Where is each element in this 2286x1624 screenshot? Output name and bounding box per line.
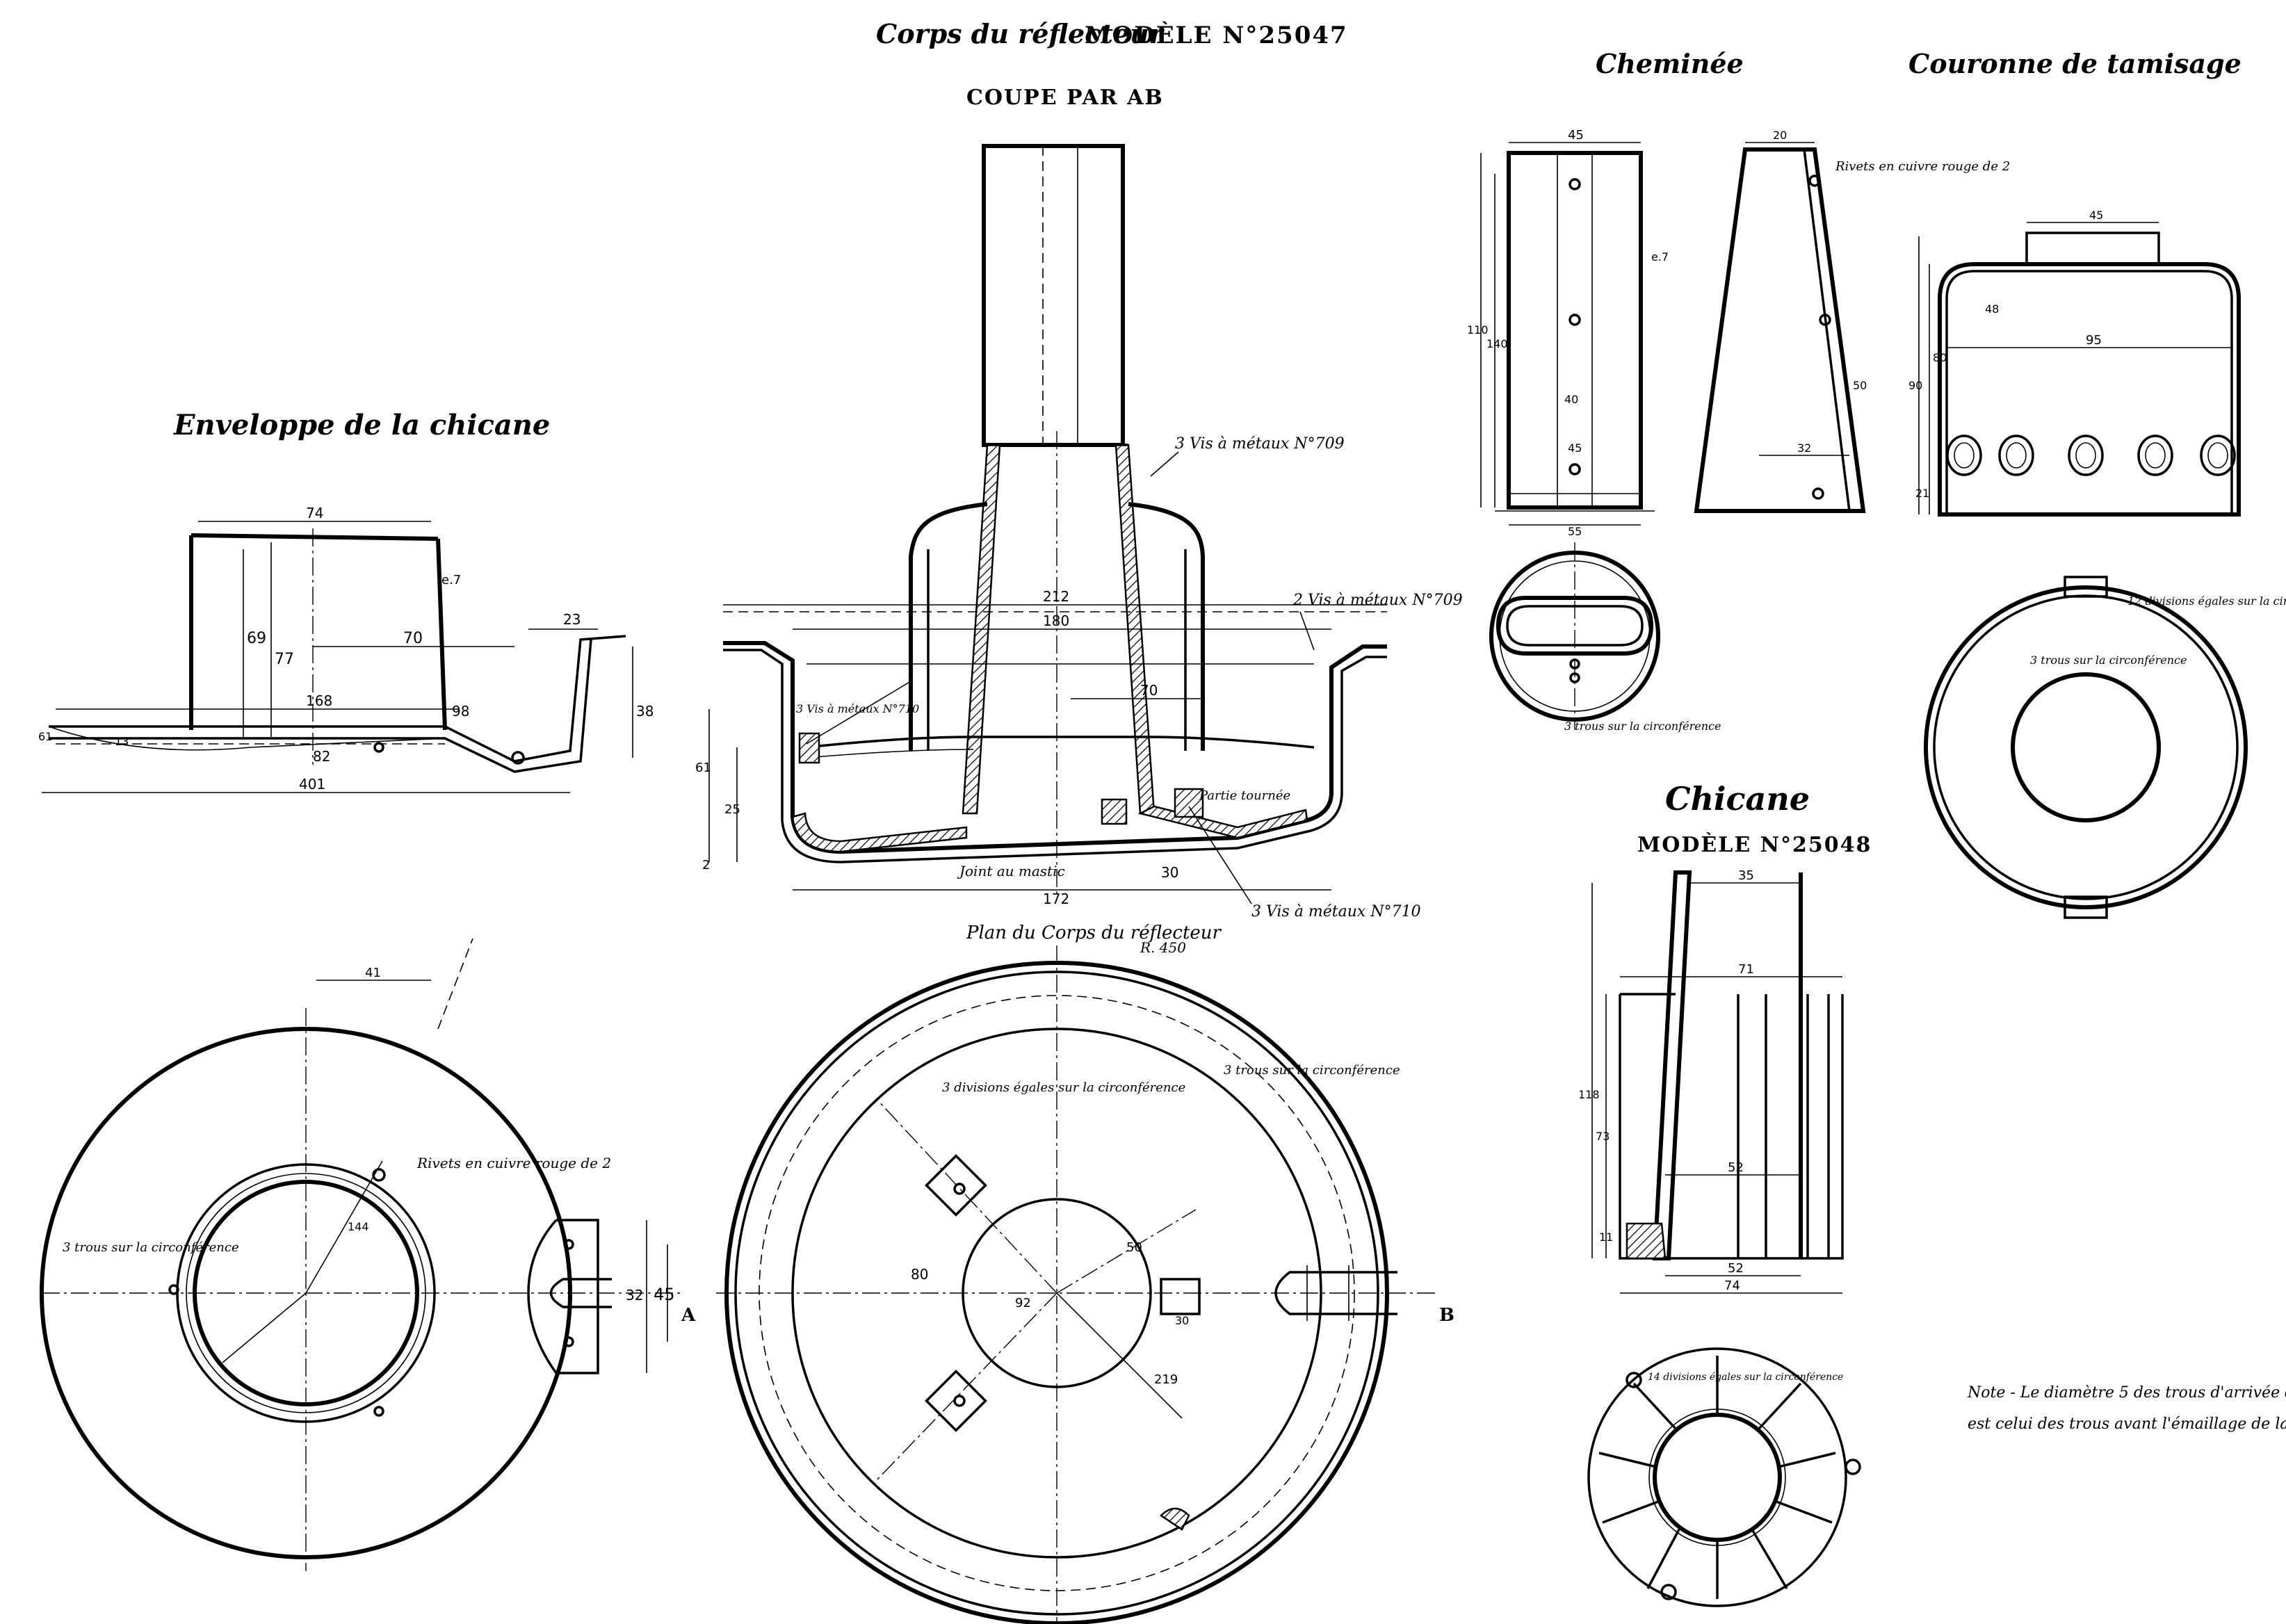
dim-chi-52: 52 (1728, 1160, 1744, 1175)
dim-25: 25 (724, 802, 740, 817)
dim-ch-55: 55 (1568, 525, 1582, 538)
callout-radius: R. 450 (1140, 939, 1186, 956)
dim-401: 401 (299, 776, 325, 793)
title-enveloppe-chicane: Enveloppe de la chicane (173, 409, 550, 441)
callout-div-chicane: 14 divisions égales sur la circonférence (1648, 1372, 1843, 1383)
dim-chi-11: 11 (1599, 1231, 1613, 1244)
dim-61-env: 61 (38, 730, 52, 743)
cheminee-views: 45 110 140 40 e.7 45 55 20 32 50 Rivets … (1467, 128, 2010, 733)
dim-82: 82 (313, 748, 330, 765)
dim-chi-52b: 52 (1728, 1261, 1744, 1276)
dim-chi-73: 73 (1596, 1130, 1610, 1143)
title-model-25048: MODÈLE N°25048 (1637, 832, 1872, 857)
enveloppe-plan: 41 144 45 32 Rivets en cuivre rouge de 2… (40, 938, 697, 1571)
dim-144: 144 (348, 1220, 369, 1233)
chicane-views: 35 71 118 73 52 52 74 11 14 divisions ég… (1578, 868, 1861, 1607)
callout-joint-mastic: Joint au mastic (957, 863, 1065, 879)
callout-rivets-cheminee: Rivets en cuivre rouge de 2 (1835, 159, 2010, 174)
dim-212: 212 (1043, 588, 1069, 605)
coupe-ab-section: 212 180 70 172 30 61 25 2 3 Vis à métaux… (695, 144, 1463, 920)
dim-69: 69 (247, 630, 266, 647)
dim-61: 61 (695, 761, 711, 775)
dim-2: 2 (702, 858, 710, 872)
dim-30: 30 (1161, 864, 1178, 881)
section-mark-a: A (681, 1305, 697, 1326)
plan-corps-reflecteur: 80 50 92 219 30 3 divisions égales sur l… (716, 939, 1456, 1624)
callout-rivets-env: Rivets en cuivre rouge de 2 (416, 1155, 611, 1171)
callout-partie-tournee: Partie tournée (1199, 788, 1290, 803)
callout-trous-env: 3 trous sur la circonférence (63, 1240, 239, 1255)
dim-70-env: 70 (403, 630, 423, 647)
dim-74: 74 (306, 505, 323, 521)
dim-180: 180 (1043, 612, 1069, 629)
chimney-tube (982, 144, 1125, 447)
title-corps-reflecteur: Corps du réflecteur (876, 18, 1165, 49)
enveloppe-elevation: 74 69 77 70 168 98 82 23 38 401 61 13 e.… (38, 505, 654, 793)
dim-chi-71: 71 (1738, 962, 1754, 977)
dim-77: 77 (275, 651, 294, 668)
dim-chi-74: 74 (1724, 1278, 1740, 1293)
callout-trous-cheminee: 3 trous sur la circonférence (1564, 720, 1721, 733)
note-line-2: est celui des trous avant l'émaillage de… (1968, 1415, 2286, 1433)
title-coupe-ab: COUPE PAR AB (966, 86, 1164, 110)
callout-vis-709-top: 3 Vis à métaux N°709 (1175, 435, 1345, 453)
couronne-views: 45 95 48 80 90 21 12 divisions égales su… (1908, 209, 2286, 919)
dim-92: 92 (1015, 1296, 1031, 1310)
dim-ch-140: 140 (1486, 337, 1508, 350)
dim-co-95: 95 (2086, 333, 2102, 348)
dim-ch-45b: 45 (1568, 441, 1582, 455)
dim-chi-35: 35 (1738, 868, 1754, 883)
dim-co-45: 45 (2089, 209, 2103, 222)
dim-45-env: 45 (654, 1285, 675, 1304)
callout-vis-709-right: 2 Vis à métaux N°709 (1292, 592, 1463, 609)
dim-98: 98 (452, 703, 469, 720)
dim-70: 70 (1140, 682, 1158, 699)
dim-ch-45: 45 (1568, 128, 1584, 143)
dim-50: 50 (1126, 1240, 1142, 1255)
dim-co-48: 48 (1985, 302, 1999, 316)
dim-co-90: 90 (1908, 379, 1922, 392)
section-mark-b: B (1439, 1305, 1456, 1326)
title-plan-corps: Plan du Corps du réflecteur (966, 923, 1222, 943)
dim-ch-110: 110 (1467, 323, 1489, 336)
callout-trous-couronne: 3 trous sur la circonférence (2030, 653, 2187, 667)
dim-ch-32: 32 (1797, 441, 1811, 455)
dim-41: 41 (365, 966, 381, 980)
callout-vis-710-left: 3 Vis à métaux N°710 (796, 702, 919, 715)
dim-ch-20: 20 (1773, 129, 1787, 142)
title-chicane: Chicane (1665, 780, 1810, 818)
callout-div-plan: 3 divisions égales sur la circonférence (942, 1080, 1185, 1095)
note-line-1: Note - Le diamètre 5 des trous d'arrivée… (1967, 1384, 2286, 1402)
callout-div-couronne: 12 divisions égales sur la circonférence (2127, 594, 2286, 608)
title-cheminee: Cheminée (1596, 48, 1744, 79)
callout-trous-plan: 3 trous sur la circonférence (1224, 1063, 1400, 1078)
dim-chi-118: 118 (1578, 1088, 1600, 1101)
dim-co-21: 21 (1915, 487, 1929, 500)
title-couronne-tamisage: Couronne de tamisage (1908, 48, 2242, 79)
dim-co-80: 80 (1933, 351, 1947, 364)
dim-219: 219 (1154, 1372, 1178, 1387)
dim-80: 80 (911, 1266, 928, 1283)
dim-168: 168 (306, 692, 332, 709)
dim-ch-50: 50 (1853, 379, 1867, 392)
dim-32-env: 32 (626, 1287, 643, 1304)
title-model-25047: MODÈLE N°25047 (1085, 21, 1348, 49)
dim-13: 13 (115, 735, 129, 748)
dim-ch-e7: e.7 (1651, 250, 1669, 263)
dim-30-plan: 30 (1175, 1314, 1189, 1327)
dim-ch-40: 40 (1564, 393, 1578, 406)
dim-172: 172 (1043, 891, 1069, 907)
dim-38: 38 (636, 703, 654, 720)
callout-vis-710-bottom: 3 Vis à métaux N°710 (1251, 903, 1421, 920)
dim-23: 23 (563, 611, 581, 628)
dim-e7-env: e.7 (441, 573, 461, 587)
